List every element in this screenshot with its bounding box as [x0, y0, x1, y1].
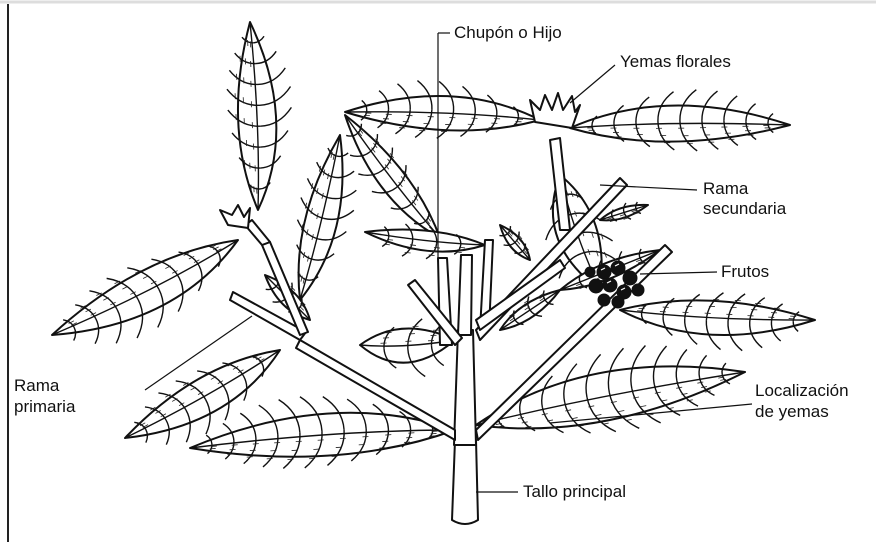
- label-chupon: Chupón o Hijo: [454, 22, 562, 43]
- leaf: [345, 115, 440, 238]
- label-localizacion-1: Localización: [755, 380, 849, 401]
- leaf: [297, 135, 357, 300]
- chupon-stem: [458, 255, 472, 335]
- leaf: [227, 22, 291, 210]
- leaf: [52, 240, 238, 344]
- label-rama-primaria-2: primaria: [14, 396, 75, 417]
- label-rama-primaria-1: Rama: [14, 375, 59, 396]
- label-localizacion-2: de yemas: [755, 401, 829, 422]
- main-stem: [454, 330, 476, 445]
- label-rama-secundaria-1: Rama: [703, 178, 748, 199]
- label-tallo-principal: Tallo principal: [523, 481, 626, 502]
- leaves: [52, 22, 815, 468]
- label-rama-secundaria-2: secundaria: [703, 198, 786, 219]
- leaf: [499, 225, 530, 260]
- leaf: [620, 293, 815, 351]
- main-stem-base: [452, 440, 478, 524]
- leaf: [345, 81, 540, 139]
- leaf: [570, 90, 790, 151]
- label-yemas-florales: Yemas florales: [620, 51, 731, 72]
- label-frutos: Frutos: [721, 261, 769, 282]
